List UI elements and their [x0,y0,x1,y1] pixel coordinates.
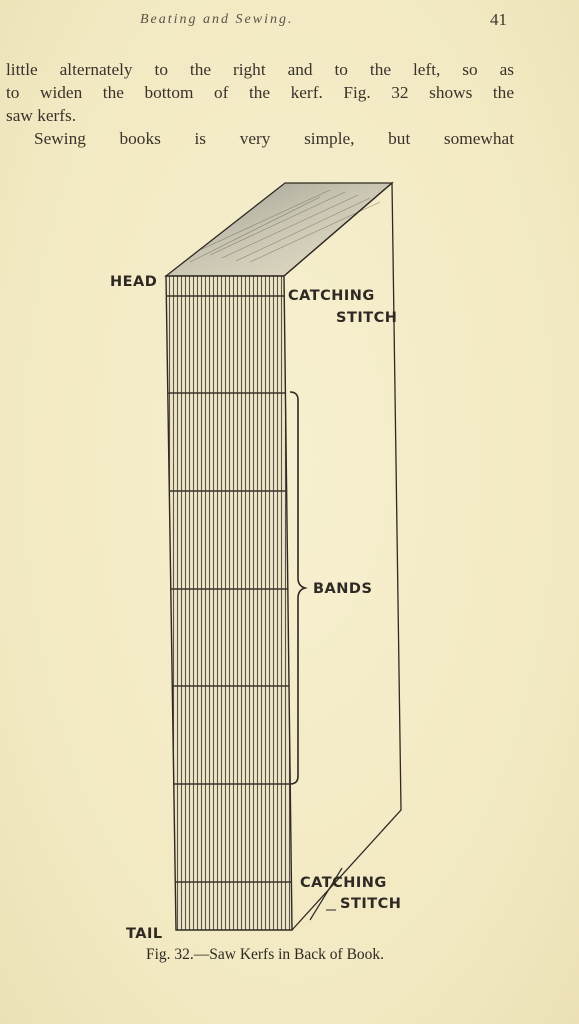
label-catching-stitch-bottom: CATCHING [300,875,387,891]
book-spine [165,275,293,931]
label-bands: BANDS [313,581,372,597]
catching-stitch-leader [309,867,343,921]
body-text-line: saw kerfs. [6,106,77,125]
label-head: HEAD [110,274,157,290]
figure-caption: Fig. 32.—Saw Kerfs in Back of Book. [145,946,385,963]
label-catching-stitch-top: CATCHING [288,288,375,304]
body-text-line: to widen the bottom of the kerf. Fig. 32… [6,83,514,102]
body-text-line: Sewing books is very simple, but somewha… [34,129,514,148]
running-head: Beating and Sewing. [140,12,294,27]
page-number: 41 [490,10,507,29]
bands-brace [289,391,308,785]
label-tail: TAIL [126,926,163,942]
label-catching-stitch-bottom: STITCH [340,896,401,912]
book-side-face [283,181,402,931]
label-catching-stitch-top: STITCH [336,310,397,326]
book-top-face [164,182,394,277]
body-text-line: little alternately to the right and to t… [6,60,514,79]
